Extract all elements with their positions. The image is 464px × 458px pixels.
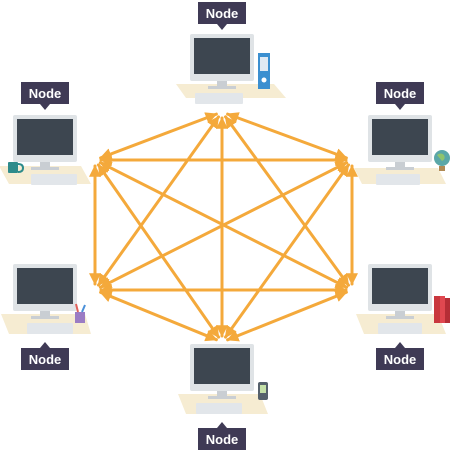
node-lower-right[interactable]: Node: [356, 264, 450, 370]
svg-text:Node: Node: [29, 352, 62, 367]
node-label: Node: [21, 82, 69, 110]
connection-top-lower-left: [97, 115, 220, 287]
pencil-cup-icon: [75, 303, 86, 323]
connection-lower-left-bottom: [99, 290, 218, 342]
workstation: [0, 115, 91, 185]
workstation: [354, 115, 450, 185]
svg-text:Node: Node: [29, 86, 62, 101]
globe-icon: [434, 150, 450, 171]
connection-upper-right-bottom: [224, 163, 350, 339]
books-icon: [434, 296, 450, 323]
svg-text:Node: Node: [206, 432, 239, 447]
connection-top-upper-right: [226, 112, 348, 160]
desk-phone-icon: [258, 382, 268, 400]
node-bottom[interactable]: Node: [178, 344, 268, 450]
workstation: [176, 34, 286, 104]
node-label: Node: [198, 2, 246, 30]
node-label: Node: [376, 82, 424, 110]
node-label: Node: [21, 342, 69, 370]
node-label: Node: [198, 422, 246, 450]
workstation: [356, 264, 450, 334]
svg-text:Node: Node: [384, 86, 417, 101]
node-top[interactable]: Node: [176, 2, 286, 104]
node-upper-right[interactable]: Node: [354, 82, 450, 185]
connection-top-upper-left: [99, 112, 218, 160]
connection-lower-right-bottom: [226, 290, 348, 342]
mug-icon: [8, 162, 25, 173]
connection-top-lower-right: [224, 115, 350, 287]
svg-text:Node: Node: [384, 352, 417, 367]
binder-icon: [258, 53, 270, 89]
node-upper-left[interactable]: Node: [0, 82, 91, 185]
svg-text:Node: Node: [206, 6, 239, 21]
node-label: Node: [376, 342, 424, 370]
node-lower-left[interactable]: Node: [1, 264, 91, 370]
connection-lines: [89, 112, 358, 342]
workstation: [1, 264, 91, 334]
workstation: [178, 344, 268, 414]
